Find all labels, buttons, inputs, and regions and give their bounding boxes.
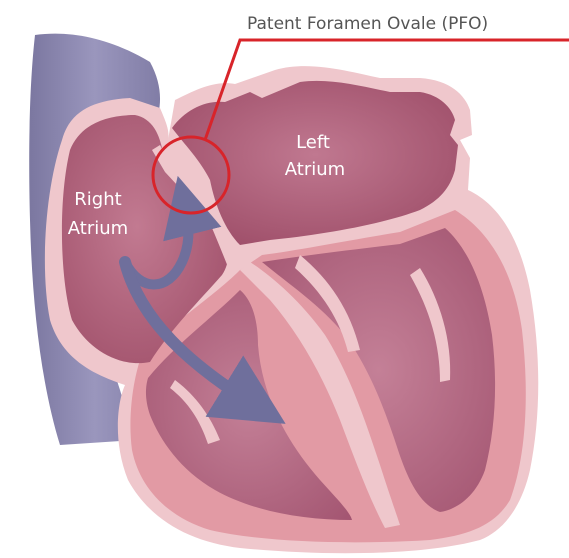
right-atrium-label-line2: Atrium <box>68 218 128 239</box>
pfo-callout-label: Patent Foramen Ovale (PFO) <box>247 14 488 34</box>
right-atrium-label-line1: Right <box>74 189 121 210</box>
left-atrium-label-line2: Atrium <box>285 159 345 180</box>
left-atrium-label-line1: Left <box>296 132 330 153</box>
